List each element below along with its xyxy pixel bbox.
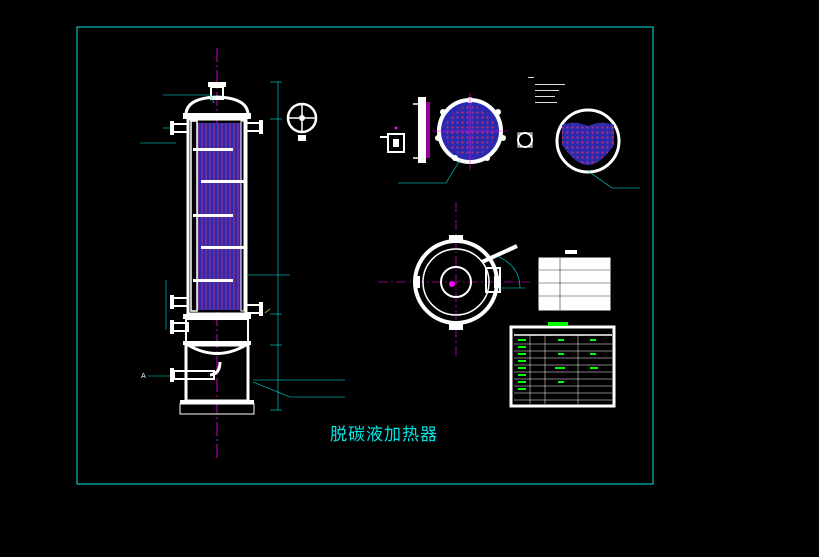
- cross-section-view: [378, 202, 530, 356]
- bottom-nozzle: [173, 370, 215, 380]
- nozzle-left-lower: [171, 297, 189, 307]
- nozzle-left-upper: [171, 123, 189, 133]
- nozzle-right-upper: [245, 122, 261, 132]
- drawing-frame: [76, 26, 654, 485]
- section-marker-a: A: [141, 372, 146, 380]
- baffle: [193, 279, 233, 282]
- base-ring: [179, 403, 255, 415]
- head-section: [555, 108, 621, 174]
- tube-sheet-detail: [380, 77, 640, 189]
- baffle: [201, 180, 245, 183]
- baffle: [193, 214, 233, 217]
- notes-table: [538, 250, 611, 311]
- nozzle-right-lower: [245, 304, 261, 314]
- handwheel-detail: [286, 102, 318, 141]
- baffle: [201, 246, 245, 249]
- bottom-head: [187, 343, 247, 355]
- elevation-view: A: [140, 48, 345, 460]
- specification-table: [509, 322, 616, 408]
- drawing-title: 脱碳液加热器: [330, 425, 438, 445]
- baffle: [193, 148, 233, 151]
- top-head: [184, 95, 250, 117]
- top-nozzle: [208, 82, 226, 87]
